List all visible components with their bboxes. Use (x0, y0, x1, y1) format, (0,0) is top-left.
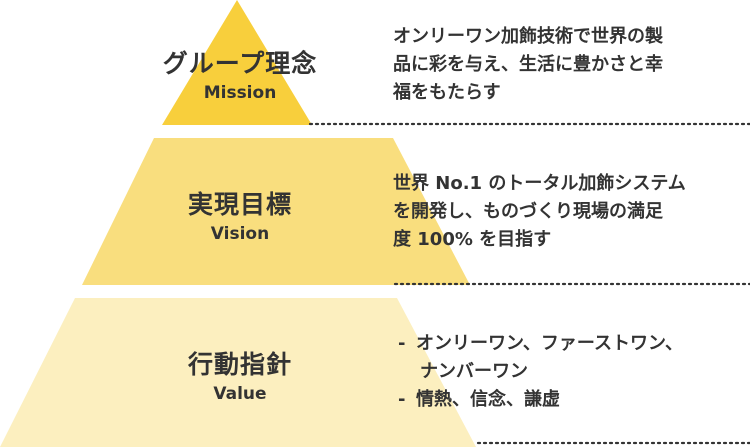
mission-title: グループ理念 (162, 49, 318, 78)
value-bullet-line: ナンバーワン (420, 361, 528, 382)
vision-description-line: 世界 No.1 のトータル加飾システム (393, 173, 686, 194)
bullet-dash: - (398, 333, 406, 354)
value-title: 行動指針 (187, 350, 292, 379)
value-subtitle: Value (213, 384, 267, 404)
vision-subtitle: Vision (210, 224, 270, 244)
vision-title: 実現目標 (187, 190, 292, 219)
vision-description-line: 度 100% を目指す (393, 229, 552, 250)
vision-description-line: を開発し、ものづくり現場の満足 (393, 201, 663, 222)
mission-subtitle: Mission (203, 83, 277, 103)
value-bullet-line: 情熱、信念、謙虚 (416, 389, 560, 410)
value-bullet: -オンリーワン、ファーストワン、 ナンバーワン (398, 330, 683, 386)
tier-mission-shape (162, 0, 312, 125)
vision-description: 世界 No.1 のトータル加飾システム を開発し、ものづくり現場の満足 度 10… (393, 170, 686, 254)
value-description: -オンリーワン、ファーストワン、 ナンバーワン -情熱、信念、謙虚 (398, 330, 683, 414)
value-bullet: -情熱、信念、謙虚 (398, 386, 683, 414)
mission-description: オンリーワン加飾技術で世界の製 品に彩を与え、生活に豊かさと幸 福をもたらす (393, 23, 663, 107)
bullet-dash: - (398, 389, 406, 410)
mission-description-line: オンリーワン加飾技術で世界の製 (393, 26, 663, 47)
mission-description-line: 品に彩を与え、生活に豊かさと幸 (393, 54, 663, 75)
tier-vision-shape (82, 138, 470, 285)
tier-value-shape (0, 298, 476, 447)
value-bullet-line: オンリーワン、ファーストワン、 (416, 333, 683, 354)
mission-description-line: 福をもたらす (393, 82, 501, 103)
